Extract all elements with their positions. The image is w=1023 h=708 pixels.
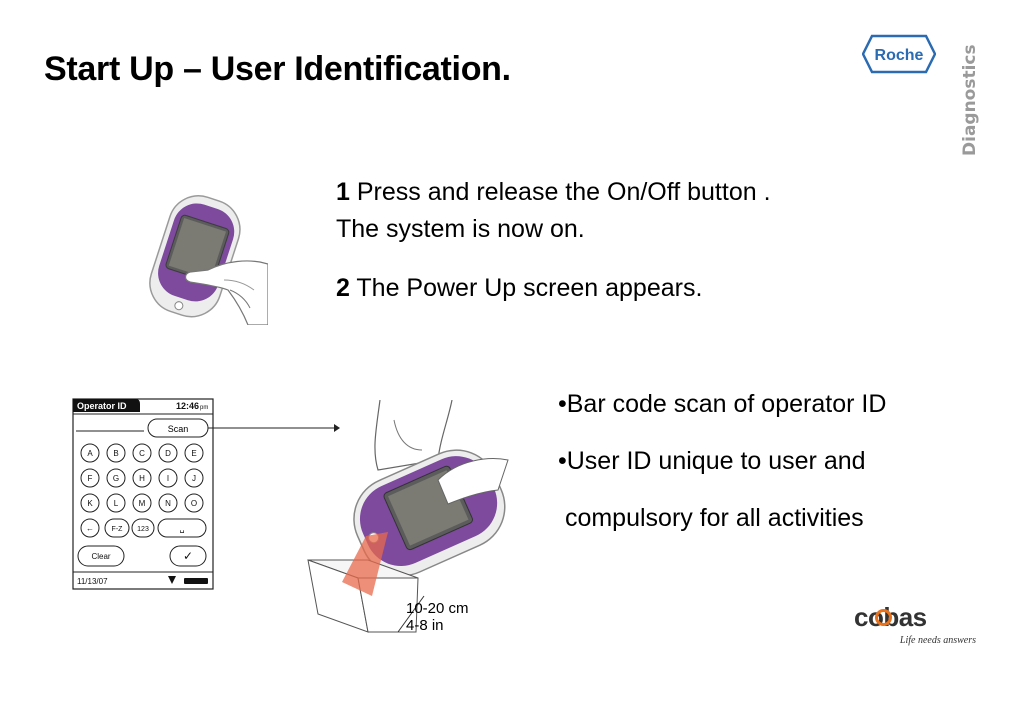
- bullet-barcode-scan: •Bar code scan of operator ID: [558, 390, 887, 418]
- step-2-number: 2: [336, 274, 350, 302]
- svg-text:G: G: [113, 474, 119, 483]
- screen-time: 12:46: [176, 401, 199, 411]
- svg-text:Clear: Clear: [91, 552, 110, 561]
- scan-distance-metric: 10-20 cm: [406, 600, 469, 617]
- slide-title: Start Up – User Identification.: [44, 50, 511, 88]
- svg-text:N: N: [165, 499, 171, 508]
- scan-distance-label: 10-20 cm 4-8 in: [406, 600, 469, 634]
- antenna-icon: [168, 576, 176, 584]
- roche-logo: Roche: [862, 34, 936, 74]
- svg-text:L: L: [114, 499, 119, 508]
- step-1-text: Press and release the On/Off button . Th…: [336, 178, 771, 243]
- battery-icon: [184, 578, 208, 584]
- svg-text:F: F: [88, 474, 93, 483]
- arrow-right-icon: [334, 424, 340, 432]
- svg-text:Diagnostics: Diagnostics: [960, 44, 980, 156]
- barcode-scan-illustration: [307, 400, 509, 633]
- svg-text:F-Z: F-Z: [112, 526, 124, 533]
- bullet-compulsory: compulsory for all activities: [558, 504, 864, 532]
- cobas-logo: cobas Life needs answers: [854, 602, 976, 646]
- svg-text:←: ←: [86, 524, 94, 533]
- screen-time-suffix: pm: [200, 405, 208, 411]
- svg-text:A: A: [87, 449, 93, 458]
- svg-text:✓: ✓: [183, 549, 193, 563]
- svg-text:E: E: [191, 449, 196, 458]
- svg-text:C: C: [139, 449, 145, 458]
- step-1-number: 1: [336, 178, 350, 206]
- cobas-o-icon: [875, 609, 892, 626]
- step-2: 2 The Power Up screen appears.: [336, 270, 816, 307]
- diagnostics-label: Diagnostics: [960, 44, 980, 156]
- roche-logo-text: Roche: [875, 47, 924, 64]
- svg-text:B: B: [113, 449, 118, 458]
- svg-text:K: K: [87, 499, 93, 508]
- svg-text:J: J: [192, 474, 196, 483]
- cobas-tagline: Life needs answers: [899, 635, 976, 646]
- svg-text:O: O: [191, 499, 197, 508]
- screen-date: 11/13/07: [77, 577, 108, 586]
- screen-header-label: Operator ID: [77, 401, 127, 411]
- svg-text:␣: ␣: [179, 524, 184, 533]
- bullet-user-id: •User ID unique to user and: [558, 447, 866, 475]
- device-power-on-illustration: [149, 195, 268, 325]
- operator-id-screen-illustration: Operator ID 12:46 pm Scan A B C D E F G …: [72, 398, 340, 590]
- step-1: 1 Press and release the On/Off button . …: [336, 174, 796, 248]
- svg-text:D: D: [165, 449, 171, 458]
- step-2-text: The Power Up screen appears.: [349, 274, 703, 302]
- scan-distance-imperial: 4-8 in: [406, 617, 444, 634]
- svg-text:H: H: [139, 474, 145, 483]
- svg-text:M: M: [139, 499, 146, 508]
- svg-text:I: I: [167, 474, 169, 483]
- scan-button-label: Scan: [168, 424, 189, 434]
- svg-text:123: 123: [137, 526, 149, 533]
